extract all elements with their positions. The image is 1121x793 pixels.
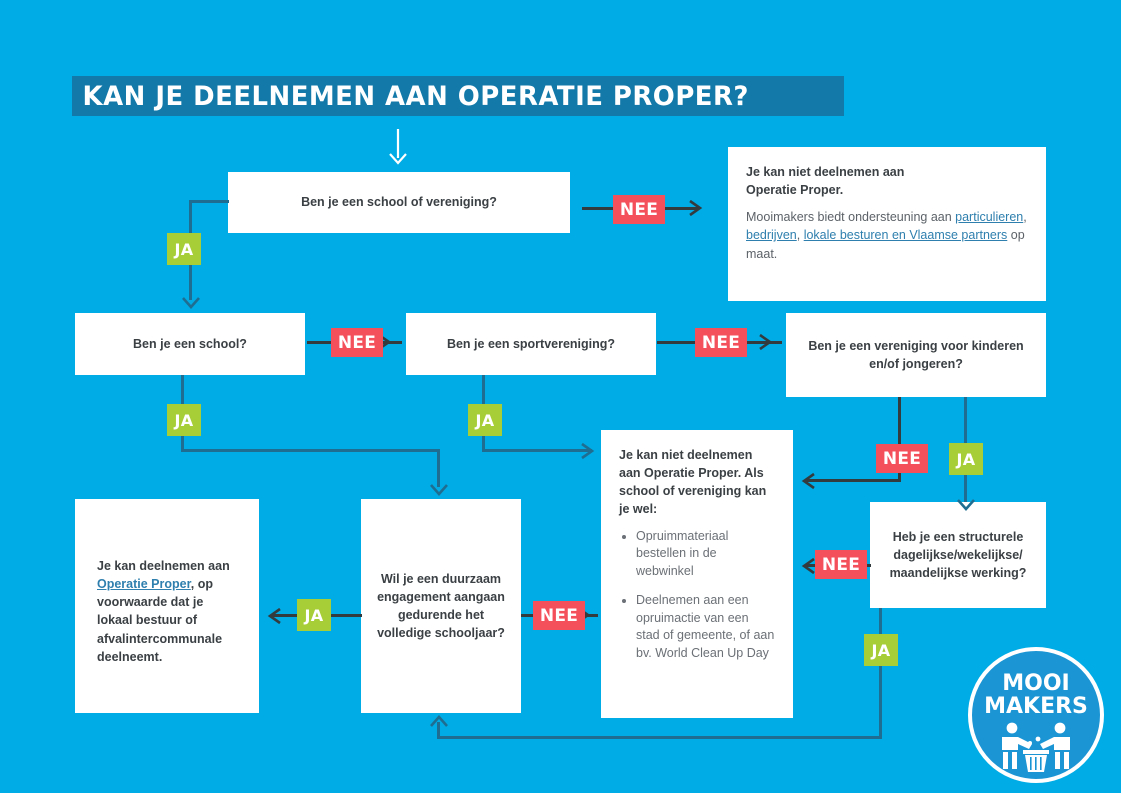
- badge-text: NEE: [337, 332, 377, 353]
- node-result-can-participate: Je kan deelnemen aan Operatie Proper, op…: [75, 499, 259, 713]
- edge-q3-ja-arrowhead: [581, 442, 595, 460]
- result-participate-text: Je kan deelnemen aan Operatie Proper, op…: [97, 557, 237, 666]
- result-participate-prefix: Je kan deelnemen aan: [97, 559, 230, 573]
- edge-label-ja-q3: JA: [468, 404, 502, 436]
- edge-q2-ja-arrowhead: [430, 484, 448, 496]
- result-center-bullet-list: Opruimmateriaal bestellen in de webwinke…: [619, 528, 775, 663]
- logo-line2: MAKERS: [984, 694, 1088, 719]
- node-wil-je-duurzaam-engagement[interactable]: Wil je een duurzaam engagement aangaan g…: [361, 499, 521, 713]
- arrow-down-icon: [389, 129, 407, 165]
- edge-q2-ja-v2: [437, 449, 440, 487]
- badge-text: JA: [871, 640, 891, 660]
- edge-q4-ja-arrowhead: [957, 499, 975, 511]
- node-label: Ben je een school of vereniging?: [301, 195, 497, 210]
- badge-text: NEE: [701, 332, 741, 353]
- node-label: Ben je een sportvereniging?: [446, 336, 616, 351]
- edge-label-ja-q1: JA: [167, 233, 201, 265]
- edge-q3-ja-h: [482, 449, 592, 452]
- edge-q6-ja-arrowhead: [267, 607, 281, 625]
- logo-line1: MOOI: [1002, 671, 1070, 696]
- badge-text: JA: [174, 239, 194, 259]
- edge-q5-ja-h: [437, 736, 882, 739]
- list-item: Deelnemen aan een opruimactie van een st…: [636, 592, 775, 663]
- node-label: Ben je een school?: [133, 336, 247, 351]
- edge-label-ja-q2: JA: [167, 404, 201, 436]
- node-heb-je-structurele-werking[interactable]: Heb je een structurele dagelijkse/wekeli…: [870, 502, 1046, 608]
- edge-label-ja-q5: JA: [864, 634, 898, 666]
- edge-q4-nee-arrowhead: [801, 472, 815, 490]
- edge-q4-nee-v: [898, 397, 901, 482]
- sep-1: ,: [1023, 210, 1027, 225]
- node-ben-je-een-vereniging-voor-kinderen[interactable]: Ben je een vereniging voor kinderen en/o…: [786, 313, 1046, 397]
- link-operatie-proper[interactable]: Operatie Proper: [97, 577, 191, 592]
- result-heading: Je kan niet deelnemen aan Operatie Prope…: [746, 163, 1028, 199]
- page-title-bar: KAN JE DEELNEMEN AAN OPERATIE PROPER?: [72, 76, 844, 116]
- badge-text: NEE: [539, 605, 579, 626]
- edge-label-nee-q4: NEE: [876, 444, 928, 473]
- result-heading-line1: Je kan niet deelnemen aan: [746, 165, 905, 179]
- edge-label-nee-q2: NEE: [331, 328, 383, 357]
- node-result-cannot-participate-center: Je kan niet deelnemen aan Operatie Prope…: [601, 430, 793, 718]
- node-ben-je-een-school-of-vereniging[interactable]: Ben je een school of vereniging?: [228, 172, 570, 233]
- result-participate-suffix: , op voorwaarde dat je lokaal bestuur of…: [97, 577, 223, 664]
- edge-q1-ja-h: [189, 200, 229, 203]
- edge-label-nee-q1: NEE: [613, 195, 665, 224]
- edge-label-ja-q4: JA: [949, 443, 983, 475]
- list-item: Opruimmateriaal bestellen in de webwinke…: [636, 528, 775, 581]
- result-heading-line2: Operatie Proper.: [746, 183, 844, 198]
- edge-q4-nee-h: [806, 479, 901, 482]
- edge-q3-nee-arrowhead: [759, 333, 773, 351]
- result-body-suffix: op maat.: [746, 228, 1025, 261]
- edge-q1-ja-arrowhead: [182, 297, 200, 309]
- node-label: Wil je een duurzaam engagement aangaan g…: [377, 571, 505, 641]
- result-center-heading: Je kan niet deelnemen aan Operatie Prope…: [619, 448, 767, 517]
- edge-q5-ja-v2: [437, 722, 440, 739]
- edge-label-nee-q6: NEE: [533, 601, 585, 630]
- link-lokale-besturen-vlaamse-partners[interactable]: lokale besturen en Vlaamse partners: [803, 228, 1008, 243]
- edge-q2-ja-h: [181, 449, 439, 452]
- edge-label-ja-q6: JA: [297, 599, 331, 631]
- edge-q5-ja-arrowhead: [430, 715, 448, 727]
- result-body: Mooimakers biedt ondersteuning aan parti…: [746, 210, 1027, 260]
- node-label: Ben je een vereniging voor kinderen en/o…: [808, 338, 1024, 371]
- edge-q1-nee-arrowhead: [689, 199, 703, 217]
- edge-label-nee-q5: NEE: [815, 550, 867, 579]
- edge-q5-nee-arrowhead: [801, 557, 815, 575]
- page-title: KAN JE DEELNEMEN AAN OPERATIE PROPER?: [82, 80, 749, 112]
- two-people-with-bin-icon: [1002, 722, 1070, 772]
- node-ben-je-een-sportvereniging[interactable]: Ben je een sportvereniging?: [406, 313, 656, 375]
- link-particulieren[interactable]: particulieren: [955, 210, 1024, 225]
- mooimakers-logo: MOOI MAKERS: [968, 647, 1104, 783]
- node-ben-je-een-school[interactable]: Ben je een school?: [75, 313, 305, 375]
- result-body-prefix: Mooimakers biedt ondersteuning aan: [746, 210, 956, 225]
- badge-text: NEE: [821, 554, 861, 575]
- node-result-cannot-participate-top: Je kan niet deelnemen aan Operatie Prope…: [728, 147, 1046, 301]
- node-label: Heb je een structurele dagelijkse/wekeli…: [889, 529, 1027, 581]
- badge-text: NEE: [619, 199, 659, 220]
- badge-text: JA: [304, 605, 324, 625]
- badge-text: JA: [475, 410, 495, 430]
- edge-label-nee-q3: NEE: [695, 328, 747, 357]
- badge-text: JA: [956, 449, 976, 469]
- link-bedrijven[interactable]: bedrijven: [746, 228, 797, 243]
- edge-q5-ja-v1: [879, 608, 882, 739]
- badge-text: NEE: [882, 448, 922, 469]
- sep-2: ,: [796, 228, 804, 243]
- badge-text: JA: [174, 410, 194, 430]
